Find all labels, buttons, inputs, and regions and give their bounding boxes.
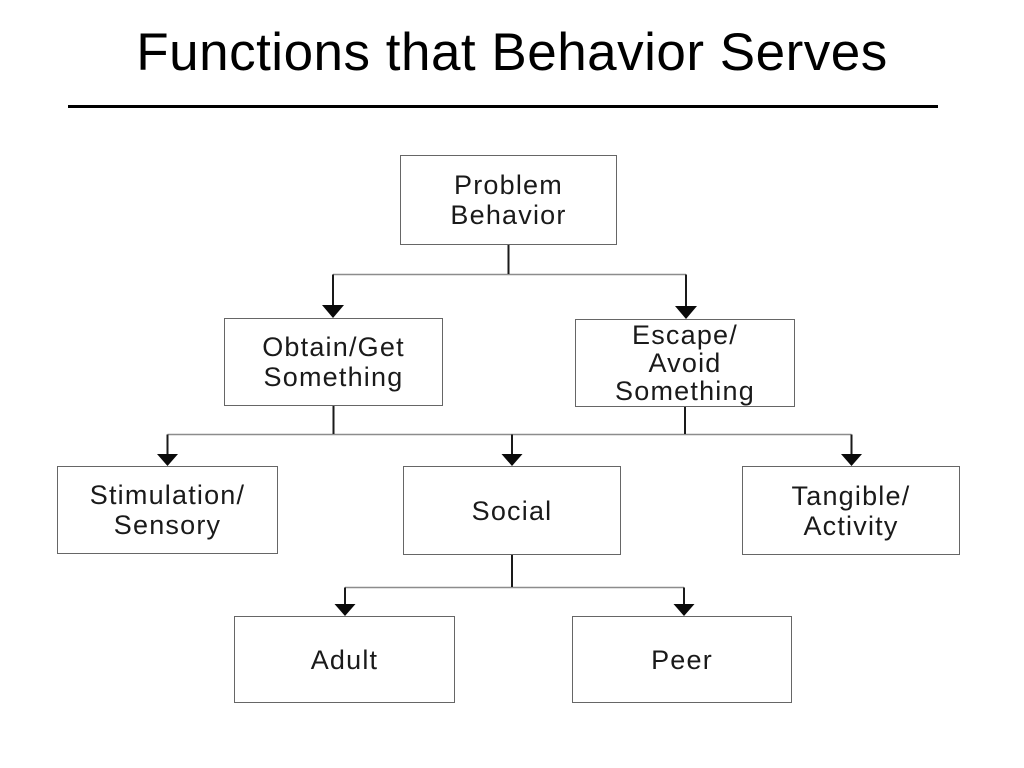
node-peer: Peer — [572, 616, 792, 703]
node-obtain-get-something: Obtain/Get Something — [224, 318, 443, 406]
page-title: Functions that Behavior Serves — [136, 23, 888, 82]
arrowhead-tangible — [841, 454, 862, 466]
title-underline — [68, 105, 938, 108]
arrowhead-stimulation — [157, 454, 178, 466]
arrowhead-escape — [675, 306, 697, 319]
arrowhead-peer — [673, 604, 695, 616]
node-escape-avoid-something: Escape/ Avoid Something — [575, 319, 795, 407]
node-stimulation-sensory: Stimulation/ Sensory — [57, 466, 278, 554]
node-tangible-activity: Tangible/ Activity — [742, 466, 960, 555]
node-problem-behavior: Problem Behavior — [400, 155, 617, 245]
node-social: Social — [403, 466, 621, 555]
node-adult: Adult — [234, 616, 455, 703]
arrowhead-social — [501, 454, 523, 466]
arrowhead-obtain — [322, 305, 344, 318]
arrowhead-adult — [334, 604, 356, 616]
